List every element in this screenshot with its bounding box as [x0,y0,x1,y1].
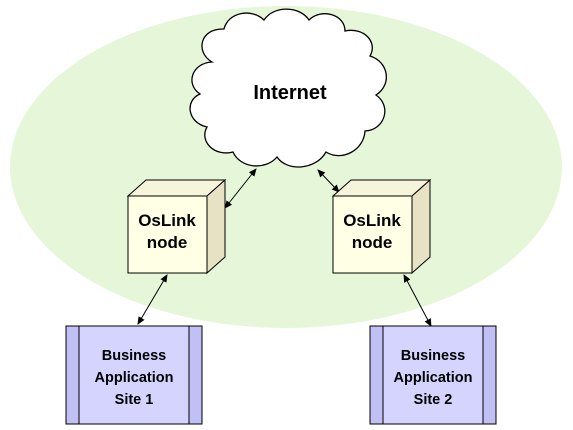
node-2-label-line1: OsLink [343,211,401,230]
oslink-node-1: OsLink node [126,178,227,275]
internet-label: Internet [253,82,327,104]
connector-internet-node-2 [317,169,340,193]
business-app-site-2: Business Application Site 2 [369,325,497,425]
internet-cloud: Internet [189,8,387,168]
app-2-label-line1: Business [401,348,465,364]
app-2-label-line2: Application [394,370,473,386]
app-1-left-stripe [65,325,80,425]
app-1-label-line3: Site 1 [115,392,154,408]
cube-icon [331,178,432,275]
cube-icon [126,178,227,275]
app-2-left-stripe [369,325,384,425]
connector-node-1-app-1 [137,274,168,325]
business-app-site-1: Business Application Site 1 [65,325,203,425]
app-1-box [65,325,203,425]
app-2-label-line3: Site 2 [414,392,453,408]
app-2-right-stripe [482,325,497,425]
app-1-label-line2: Application [95,370,174,386]
cloud-icon [189,8,387,168]
connector-node-2-app-2 [403,274,432,327]
connector-internet-node-1 [224,168,257,209]
node-1-label-line1: OsLink [138,211,196,230]
app-1-label-line1: Business [102,348,166,364]
app-2-box [369,325,497,425]
node-2-label-line2: node [352,233,393,252]
oslink-node-2: OsLink node [331,178,432,275]
node-1-label-line2: node [147,233,188,252]
app-1-right-stripe [188,325,203,425]
